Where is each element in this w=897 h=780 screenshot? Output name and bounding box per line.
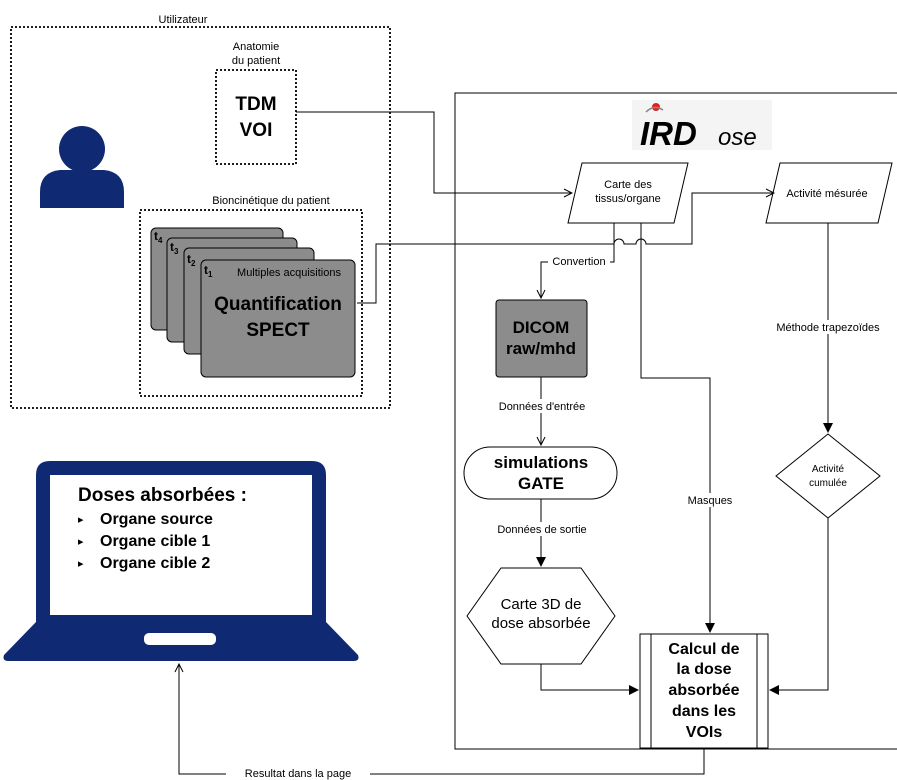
carte-3d-label-2: dose absorbée <box>491 615 590 632</box>
calcul-box <box>639 633 769 749</box>
calcul-label-1: Calcul de <box>668 641 739 658</box>
calcul-label-5: VOIs <box>686 724 723 741</box>
laptop-title: Doses absorbées : <box>78 485 247 506</box>
connector-tdm-carte <box>296 111 572 193</box>
spect-label: SPECT <box>246 320 310 341</box>
biokinetics-label: Bioncinétique du patient <box>212 195 329 207</box>
masques-label: Masques <box>688 495 733 507</box>
activite-cumulee-shape <box>775 433 881 519</box>
user-avatar-icon <box>40 126 124 208</box>
dicom-label-1: DICOM <box>513 318 570 337</box>
anatomy-label: Anatomie <box>233 41 279 53</box>
activite-cumulee-label-2: cumulée <box>809 478 847 489</box>
connector-cumulee-calcul <box>769 518 829 695</box>
time-label-t3: t3 <box>170 240 179 256</box>
user-box <box>10 26 391 409</box>
activite-cumulee-label-1: Activité <box>812 464 845 475</box>
simulations-label-1: simulations <box>494 453 588 472</box>
laptop-bullet-3: ▸ <box>78 558 84 570</box>
connector-quant-activite <box>357 193 774 304</box>
calcul-label-4: dans les <box>672 703 736 720</box>
activite-mesuree-label: Activité mésurée <box>786 188 867 200</box>
multi-acquisition-label: Multiples acquisitions <box>237 267 341 279</box>
laptop-item-2: Organe cible 1 <box>100 533 210 550</box>
activite-mesuree-shape <box>765 162 893 224</box>
logo-main: IRD <box>640 115 697 152</box>
donnees-sortie-label: Données de sortie <box>497 524 586 536</box>
connector-carte-calcul <box>640 223 715 633</box>
calcul-label-3: absorbée <box>668 682 739 699</box>
laptop-bullet-1: ▸ <box>78 514 84 526</box>
laptop-item-3: Organe cible 2 <box>100 555 210 572</box>
carte-3d-shape <box>466 567 616 665</box>
time-label-t2: t2 <box>187 252 196 268</box>
carte-tissus-label-1: Carte des <box>604 179 652 191</box>
convertion-label: Convertion <box>552 256 605 268</box>
carte-tissus-shape <box>567 162 689 224</box>
laptop-icon <box>3 461 359 661</box>
time-label-t4: t4 <box>154 229 163 245</box>
connector-carte3d-calcul <box>540 664 639 695</box>
quantification-label: Quantification <box>214 294 342 315</box>
laptop-trackpad <box>144 633 216 645</box>
calcul-label-2: la dose <box>676 661 731 678</box>
tdm-voi-box <box>215 69 297 165</box>
irdose-logo: IRD ose <box>632 100 772 152</box>
acquisition-card-t1 <box>200 259 356 378</box>
anatomy-label-2: du patient <box>232 55 280 67</box>
tdm-label: TDM <box>235 94 276 115</box>
laptop-item-1: Organe source <box>100 511 213 528</box>
user-label: Utilizateur <box>159 14 208 26</box>
voi-label: VOI <box>240 120 273 141</box>
resultat-label: Resultat dans la page <box>245 768 351 780</box>
donnees-entree-label: Données d'entrée <box>499 401 586 413</box>
time-label-t1: t1 <box>204 263 213 279</box>
connector-calcul-laptop <box>179 664 705 775</box>
acquisition-stack: t4 t3 t2 t1 Multiples acquisitions Quant… <box>150 227 356 378</box>
methode-label: Méthode trapezoïdes <box>776 322 880 334</box>
irdose-container <box>454 92 897 750</box>
laptop-bullet-2: ▸ <box>78 536 84 548</box>
carte-tissus-label-2: tissus/organe <box>595 193 660 205</box>
simulations-label-2: GATE <box>518 474 564 493</box>
logo-suffix: ose <box>718 124 757 151</box>
carte-3d-label-1: Carte 3D de <box>501 596 582 613</box>
dicom-label-2: raw/mhd <box>506 339 576 358</box>
